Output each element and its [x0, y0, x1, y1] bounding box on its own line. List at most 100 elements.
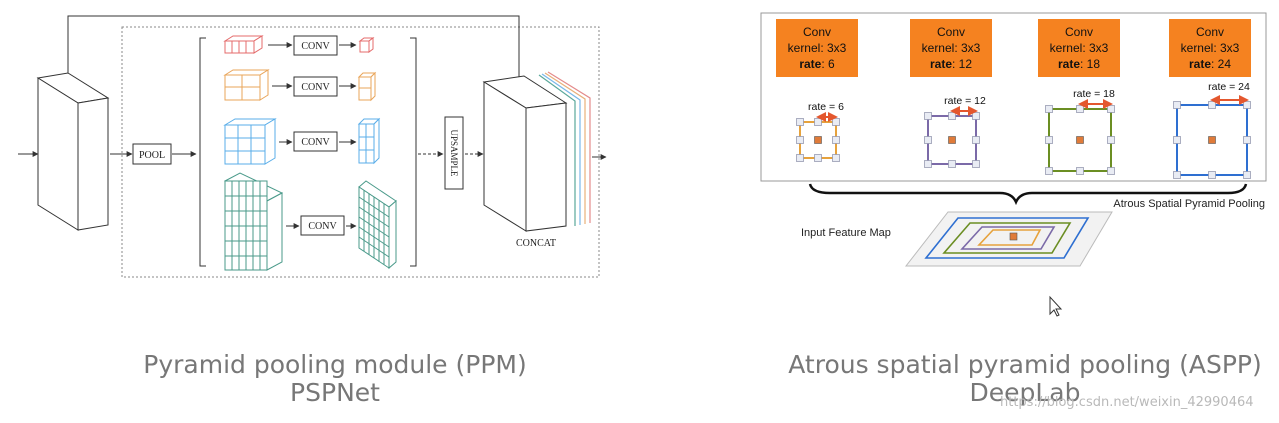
kernel-sample-point	[1173, 171, 1181, 179]
aspp-rate-label: rate	[1189, 57, 1211, 71]
concat-block: CONCAT	[482, 71, 591, 249]
ppm-diagram: POOL CONV	[18, 15, 607, 278]
kernel-sample-point	[832, 154, 840, 162]
kernel-sample-point	[1107, 136, 1115, 144]
aspp-kernel-line: kernel: 3x3	[1181, 41, 1240, 55]
aspp-kernel-label: kernel	[1181, 41, 1214, 55]
aspp-kernel-value: : 3x3	[1082, 41, 1108, 55]
kernel-sample-point	[948, 160, 956, 168]
kernel-sample-point	[972, 160, 980, 168]
kernel-sample-point	[1045, 136, 1053, 144]
conv-label-3: CONV	[301, 137, 330, 148]
conv-box-2	[293, 76, 338, 97]
kernel-sample-point	[924, 160, 932, 168]
ppm-branch-1: CONV	[223, 35, 375, 56]
pool-box: POOL	[132, 143, 172, 165]
aspp-label: Atrous Spatial Pyramid Pooling	[1113, 198, 1265, 210]
pooled-block-blue	[223, 118, 277, 165]
rate-annotation: rate = 18	[1073, 88, 1115, 100]
right-caption: Atrous spatial pyramid pooling (ASPP) De…	[780, 351, 1270, 407]
kernel-sample-point	[972, 136, 980, 144]
input-feature-block	[36, 72, 110, 231]
kernel-sample-point	[924, 136, 932, 144]
kernel-sample-point	[1173, 101, 1181, 109]
pool-label: POOL	[139, 150, 165, 161]
kernel-sample-point	[1243, 171, 1251, 179]
kernel-sample-point	[814, 154, 822, 162]
kernel-sample-point	[796, 136, 804, 144]
kernel-sample-point	[1045, 105, 1053, 113]
kernel-sample-point	[814, 118, 822, 126]
conv-box-3	[293, 131, 338, 152]
kernel-sample-point	[1208, 101, 1216, 109]
aspp-kernel-line: kernel: 3x3	[1050, 41, 1109, 55]
input-feature-map-label: Input Feature Map	[801, 227, 891, 239]
pooled-block-teal	[223, 172, 284, 271]
kernel-sample-point	[1243, 136, 1251, 144]
kernel-sample-point	[796, 154, 804, 162]
aspp-conv-box-bg	[910, 19, 992, 77]
aspp-rate-label: rate	[799, 57, 821, 71]
kernel-sample-point	[832, 136, 840, 144]
conv-label-1: CONV	[301, 41, 330, 52]
aspp-conv-title: Conv	[1196, 25, 1224, 39]
aspp-kernel-2: rate = 12	[924, 95, 986, 168]
aspp-kernel-line: kernel: 3x3	[788, 41, 847, 55]
aspp-conv-box-bg	[1038, 19, 1120, 77]
kernel-center-point	[1208, 136, 1216, 144]
aspp-conv-title: Conv	[1065, 25, 1093, 39]
kernel-sample-point	[1076, 167, 1084, 175]
aspp-kernel-line: kernel: 3x3	[922, 41, 981, 55]
ppm-branch-2: CONV	[223, 69, 377, 102]
aspp-kernel-3: rate = 18	[1045, 88, 1115, 175]
conv-box-1	[293, 35, 338, 56]
conv-label-2: CONV	[301, 82, 330, 93]
aspp-rate-value: : 18	[1080, 57, 1100, 71]
aspp-rate-line: rate: 18	[1058, 57, 1100, 71]
aspp-rate-value: : 12	[952, 57, 972, 71]
watermark: https://blog.csdn.net/weixin_42990464	[1000, 395, 1254, 410]
right-caption-line2: DeepLab	[969, 378, 1081, 407]
aspp-rate-label: rate	[1058, 57, 1080, 71]
aspp-rate-label: rate	[930, 57, 952, 71]
upsample-box: UPSAMPLE	[444, 116, 464, 190]
conv-out-teal	[358, 180, 397, 270]
mouse-cursor-icon	[1049, 295, 1063, 317]
aspp-brace	[808, 183, 1248, 206]
kernel-center-point	[814, 136, 822, 144]
aspp-rate-line: rate: 12	[930, 57, 972, 71]
aspp-kernel-4: rate = 24	[1173, 81, 1251, 179]
pooled-block-red	[223, 35, 264, 54]
ppm-dashed-frame	[121, 26, 600, 278]
conv-out-orange	[357, 71, 377, 102]
kernel-sample-point	[832, 118, 840, 126]
upsample-label: UPSAMPLE	[449, 129, 459, 177]
kernel-sample-point	[1045, 167, 1053, 175]
aspp-kernel-label: kernel	[922, 41, 955, 55]
aspp-kernel-1: rate = 6	[796, 101, 844, 162]
aspp-rate-value: : 6	[821, 57, 835, 71]
conv-box-4	[300, 215, 345, 236]
kernel-center-point	[948, 136, 956, 144]
ppm-branch-3: CONV	[223, 117, 381, 165]
left-caption: Pyramid pooling module (PPM) PSPNet	[110, 351, 560, 407]
pooled-block-orange	[223, 69, 270, 101]
concat-label: CONCAT	[516, 238, 556, 249]
skip-connection-line	[67, 15, 520, 82]
kernel-sample-point	[948, 112, 956, 120]
kernel-sample-point	[1107, 167, 1115, 175]
kernel-sample-point	[796, 118, 804, 126]
aspp-rate-line: rate: 6	[799, 57, 835, 71]
right-caption-line1: Atrous spatial pyramid pooling (ASPP)	[788, 350, 1262, 379]
ppm-branch-4: CONV	[223, 172, 397, 271]
aspp-conv-box-bg	[776, 19, 858, 77]
rate-annotation: rate = 6	[808, 101, 844, 113]
aspp-kernel-label: kernel	[1050, 41, 1083, 55]
conv-out-red	[358, 37, 375, 53]
kernel-sample-point	[924, 112, 932, 120]
kernel-sample-point	[1076, 105, 1084, 113]
